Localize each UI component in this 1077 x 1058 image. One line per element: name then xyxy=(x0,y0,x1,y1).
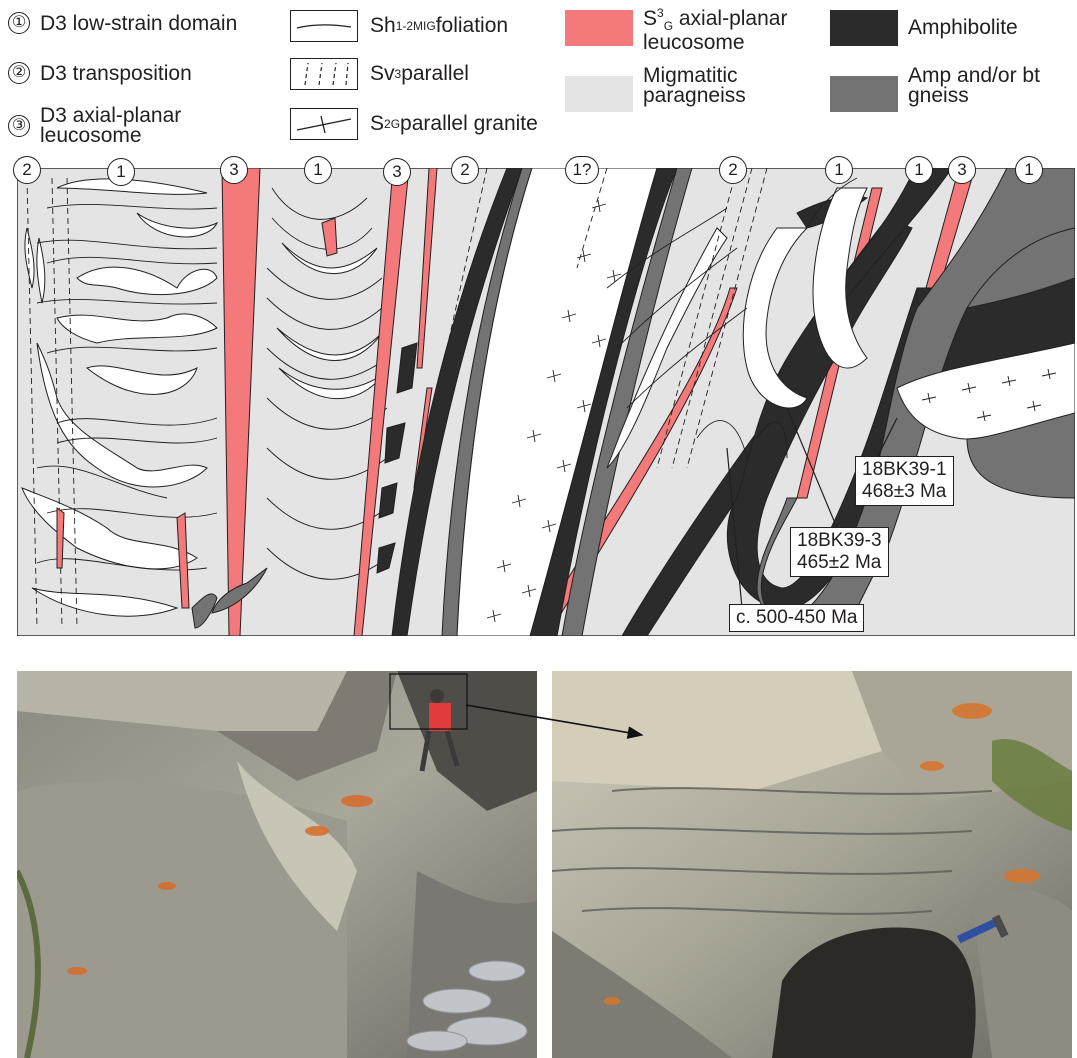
domain-number-3: ③ xyxy=(8,114,30,137)
section-domain-label: 3 xyxy=(383,158,411,186)
sv3-traces-right xyxy=(446,168,768,469)
section-domain-label: 2 xyxy=(451,156,479,184)
outcrop-photo-left-image xyxy=(17,671,537,1058)
sample-label-18bk39-3: 18BK39-3 465±2 Ma xyxy=(790,527,889,577)
folded-leucosome-left xyxy=(21,178,219,617)
amphibolite-legend-label: Amphibolite xyxy=(908,16,1018,39)
granite-ticks xyxy=(486,199,622,623)
section-geology xyxy=(21,168,1075,636)
section-domain-label: 2 xyxy=(13,156,41,184)
foliation-symbol xyxy=(290,10,358,42)
foliation-lines-left xyxy=(36,204,218,571)
migmatitic-paragneiss-legend-label: Migmatitic paragneiss xyxy=(643,64,746,107)
section-domain-label: 3 xyxy=(948,156,976,184)
migmatitic-paragneiss-swatch xyxy=(565,76,633,112)
cross-section-diagram: 2 1 3 1 3 2 1? 2 1 1 3 1 18BK39-1 468±3 … xyxy=(13,156,1076,637)
s2g-symbol xyxy=(290,108,358,140)
amp-bt-gneiss-legend-label: Amp and/or bt gneiss xyxy=(908,64,1040,107)
section-domain-label: 1 xyxy=(825,156,853,184)
amp-bt-gneiss-swatch xyxy=(830,76,898,112)
section-domain-label: 1 xyxy=(107,158,135,186)
folded-leucosome-center xyxy=(276,242,386,400)
outcrop-photo-left xyxy=(17,671,537,1058)
domain-number-2: ② xyxy=(8,62,30,84)
amphibolite-swatch xyxy=(830,10,898,46)
geologist-figure xyxy=(419,689,460,772)
section-domain-label: 2 xyxy=(719,156,747,184)
foliation-lines-center xyxy=(266,187,388,580)
legend-domain-1: ① D3 low-strain domain xyxy=(8,12,237,34)
sample-leader-lines xyxy=(726,407,898,609)
age-range-label: c. 500-450 Ma xyxy=(729,604,865,632)
domain-number-1: ① xyxy=(8,12,30,34)
section-domain-label: 1? xyxy=(565,156,599,184)
domain-label-1: D3 low-strain domain xyxy=(40,11,238,35)
sample-label-18bk39-1: 18BK39-1 468±3 Ma xyxy=(855,456,954,506)
section-domain-label: 1 xyxy=(905,156,933,184)
right-fold-ticks xyxy=(921,368,1057,422)
s3g-leucosome-legend-label: S3G axial-planar leucosome xyxy=(643,6,788,54)
legend: ① D3 low-strain domain ② D3 transpositio… xyxy=(0,0,1077,160)
legend-domain-2: ② D3 transposition xyxy=(8,62,192,84)
s3g-leucosome-swatch xyxy=(565,10,633,46)
rock-hammer xyxy=(957,914,1009,944)
section-domain-label: 3 xyxy=(220,156,248,184)
section-domain-label: 1 xyxy=(304,156,332,184)
folded-leucosome-right xyxy=(606,187,1075,469)
sv3-symbol xyxy=(290,58,358,90)
domain-label-2: D3 transposition xyxy=(40,61,192,85)
legend-domain-3: ③ D3 axial-planar leucosome xyxy=(8,104,220,147)
photo-zoom-box xyxy=(389,673,468,730)
section-domain-label: 1 xyxy=(1015,156,1043,184)
s2g-granite-band xyxy=(456,168,658,636)
cross-section-svg xyxy=(16,167,1076,637)
domain-label-3: D3 axial-planar leucosome xyxy=(40,104,182,147)
